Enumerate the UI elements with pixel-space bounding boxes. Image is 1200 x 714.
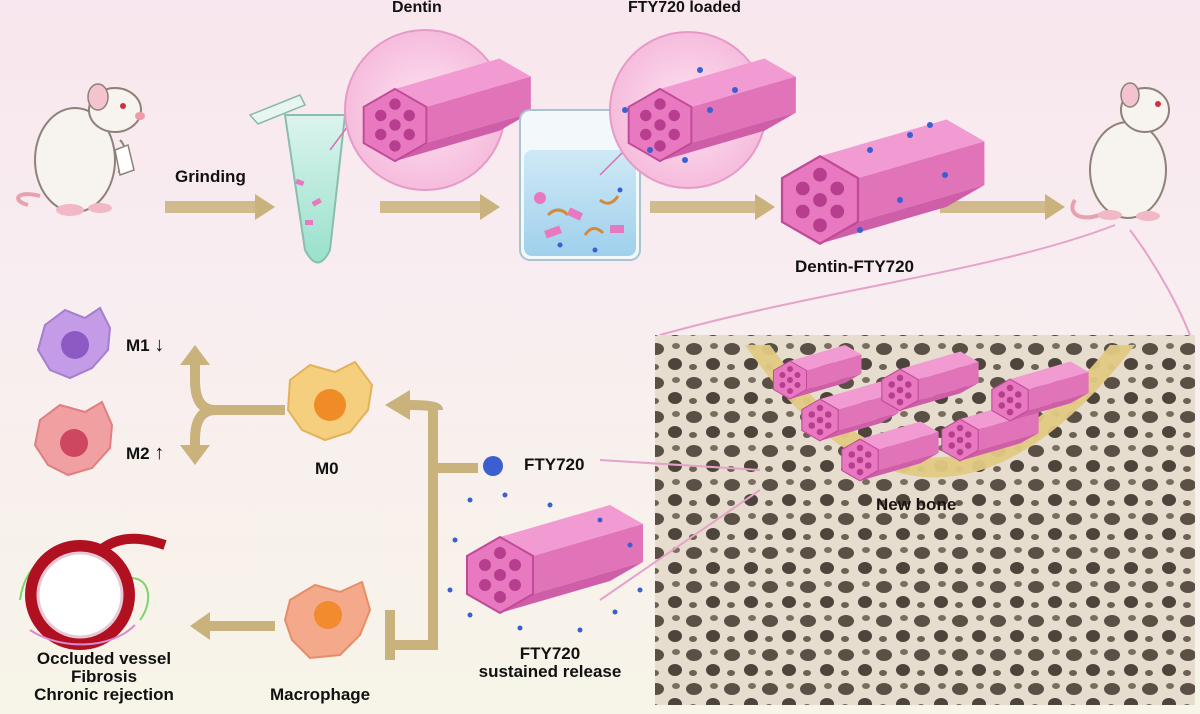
arrow-top-2	[380, 194, 500, 220]
connector-line-right	[1129, 229, 1191, 336]
branch-arrow-m1-m2	[180, 345, 285, 465]
m2-cell-icon	[33, 400, 114, 477]
down-arrow-icon: ↓	[154, 334, 165, 356]
fty-loaded-magnified-circle	[599, 31, 796, 189]
label-m2: M2 ↑	[126, 443, 164, 464]
inhibition-branch	[385, 390, 478, 660]
mouse-right-icon	[1070, 82, 1170, 221]
occluded-vessel-icon	[19, 533, 167, 650]
bone-block	[655, 335, 1195, 705]
centrifuge-tube-icon	[248, 94, 347, 264]
release-line1: FTY720	[519, 644, 581, 663]
arrow-top-4	[940, 194, 1065, 220]
connector-line-left	[659, 224, 1116, 336]
connector-release	[599, 489, 761, 601]
arrow-top-3	[650, 194, 775, 220]
m0-cell-icon	[286, 360, 374, 442]
label-macrophage: Macrophage	[270, 685, 371, 704]
label-fty-loaded: FTY720 loaded	[628, 0, 741, 16]
label-new-bone: New bone	[876, 495, 957, 514]
m1-cell-icon	[36, 306, 112, 380]
arrow-top-1	[165, 194, 275, 220]
label-dentin: Dentin	[392, 0, 442, 16]
connector-fty	[599, 459, 761, 471]
release-line2: sustained release	[478, 661, 622, 681]
outcome-line2: Fibrosis	[70, 666, 138, 686]
release-rod	[447, 492, 643, 633]
up-arrow-icon: ↑	[154, 442, 165, 464]
beaker-icon	[519, 109, 641, 261]
label-dentin-fty720: Dentin-FTY720	[795, 257, 915, 276]
dentin-magnified-circle	[329, 29, 531, 191]
mouse-left-icon	[16, 83, 145, 216]
arrow-to-vessel	[190, 612, 275, 640]
dentin-fty720-rod	[780, 119, 985, 245]
macrophage-cell-icon	[283, 580, 372, 660]
label-sustained-release: FTY720 sustained release	[465, 645, 635, 681]
fty720-dot-icon	[483, 456, 503, 476]
label-outcomes: Occluded vessel Fibrosis Chronic rejecti…	[4, 650, 204, 704]
outcome-line1: Occluded vessel	[36, 649, 172, 668]
m2-text: M2	[126, 444, 150, 463]
outcome-line3: Chronic rejection	[34, 684, 174, 704]
label-grinding: Grinding	[175, 167, 246, 186]
label-m1: M1 ↓	[126, 335, 164, 356]
label-fty720: FTY720	[524, 455, 585, 474]
new-bone-rim	[745, 345, 1135, 478]
m1-text: M1	[126, 336, 150, 355]
label-m0: M0	[315, 459, 339, 478]
